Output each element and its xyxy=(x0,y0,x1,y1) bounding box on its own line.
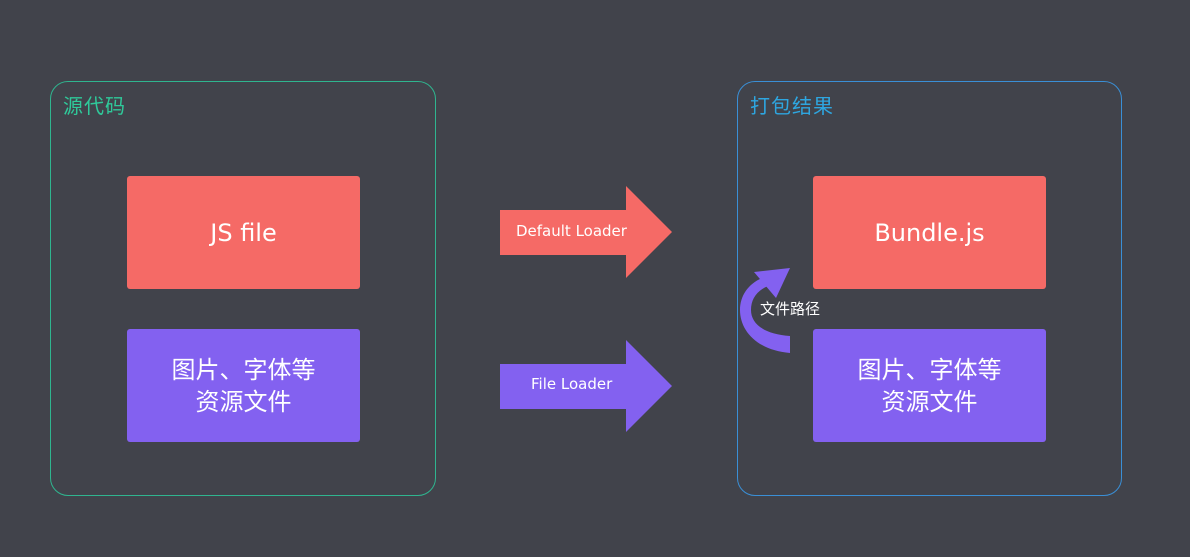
file-path-label: 文件路径 xyxy=(760,300,821,318)
default-loader-label: Default Loader xyxy=(516,222,627,240)
file-loader-arrow xyxy=(500,340,672,432)
js-file-box: JS file xyxy=(127,176,360,289)
bundle-result-panel: 打包结果 xyxy=(737,81,1122,496)
source-code-panel: 源代码 xyxy=(50,81,436,496)
output-resources-line1: 图片、字体等 xyxy=(857,355,1002,384)
output-resources-box: 图片、字体等 资源文件 xyxy=(813,329,1046,442)
source-resources-box: 图片、字体等 资源文件 xyxy=(127,329,360,442)
source-resources-line2: 资源文件 xyxy=(195,387,292,416)
bundle-result-title: 打包结果 xyxy=(750,94,834,118)
source-code-title: 源代码 xyxy=(63,94,126,118)
file-path-curved-arrow xyxy=(740,268,790,353)
output-resources-line2: 资源文件 xyxy=(881,387,978,416)
bundle-js-box: Bundle.js xyxy=(813,176,1046,289)
js-file-label: JS file xyxy=(210,218,277,247)
default-loader-arrow xyxy=(500,186,672,278)
bundle-js-label: Bundle.js xyxy=(874,218,985,247)
source-resources-line1: 图片、字体等 xyxy=(171,355,316,384)
file-loader-label: File Loader xyxy=(531,375,613,393)
